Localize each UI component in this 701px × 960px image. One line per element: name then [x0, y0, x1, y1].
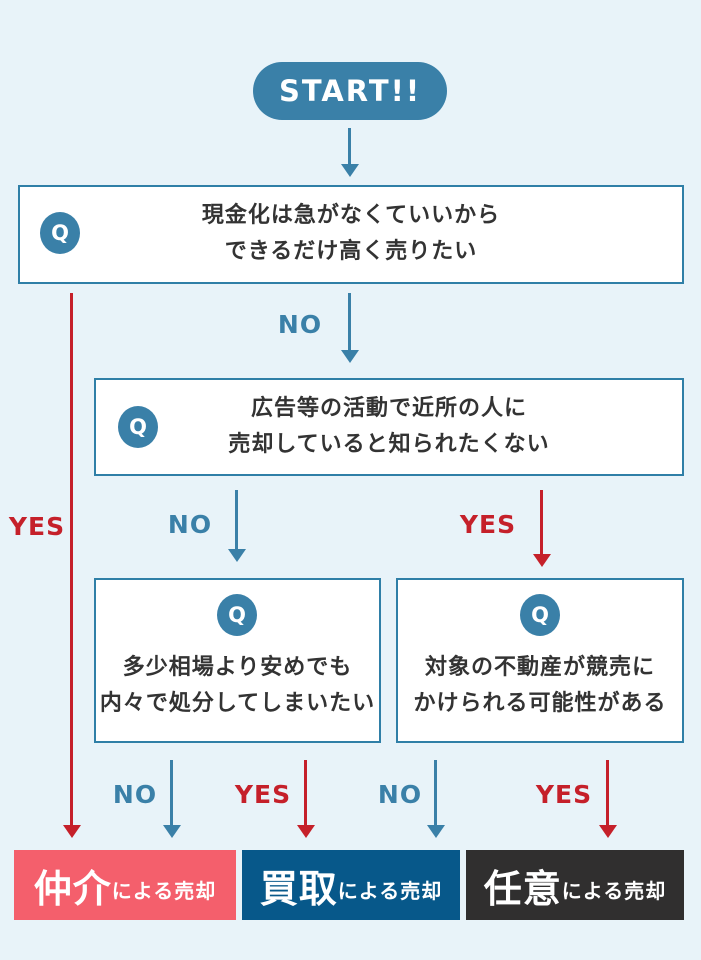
result-box-chukai: 仲介 による売却	[14, 850, 236, 920]
q-badge-icon: Q	[118, 406, 158, 448]
label-q2-yes: YES	[459, 510, 517, 539]
result-suffix: による売却	[561, 878, 667, 903]
arrow-q2-no-to-q3	[235, 490, 238, 550]
label-q1-no: NO	[277, 310, 323, 339]
question-4-line-2: かけられる可能性がある	[413, 691, 667, 716]
result-suffix: による売却	[111, 878, 217, 903]
result-emphasis: 買取	[259, 866, 338, 911]
question-box-1	[18, 185, 684, 284]
label-q1-yes: YES	[8, 512, 66, 541]
question-2-text: 広告等の活動で近所の人に 売却していると知られたくない	[94, 391, 684, 463]
question-1-line-1: 現金化は急がなくていいから	[201, 203, 501, 228]
q-badge-icon: Q	[217, 594, 257, 636]
arrow-q1-yes-to-result1	[70, 293, 73, 826]
q-badge-icon: Q	[520, 594, 560, 636]
question-1-text: 現金化は急がなくていいから できるだけ高く売りたい	[18, 198, 684, 270]
question-4-line-1: 対象の不動産が競売に	[424, 655, 655, 680]
arrow-q2-yes-to-q4	[540, 490, 543, 555]
result-box-nini: 任意 による売却	[466, 850, 684, 920]
question-2-line-1: 広告等の活動で近所の人に	[250, 396, 527, 421]
question-3-line-2: 内々で処分してしまいたい	[99, 691, 376, 716]
label-q3-no: NO	[112, 780, 158, 809]
result-emphasis: 仲介	[33, 866, 112, 911]
arrow-q4-no-to-result2	[434, 760, 437, 826]
question-box-2	[94, 378, 684, 476]
question-3-text: 多少相場より安めでも 内々で処分してしまいたい	[94, 650, 381, 722]
label-q3-yes: YES	[234, 780, 292, 809]
arrow-start-to-q1	[348, 128, 351, 165]
result-box-kaitori: 買取 による売却	[242, 850, 460, 920]
result-suffix: による売却	[337, 878, 443, 903]
question-4-text: 対象の不動産が競売に かけられる可能性がある	[396, 650, 684, 722]
arrow-q1-no-to-q2	[348, 293, 351, 351]
result-emphasis: 任意	[483, 866, 562, 911]
question-3-line-1: 多少相場より安めでも	[122, 655, 353, 680]
label-q2-no: NO	[167, 510, 213, 539]
question-1-line-2: できるだけ高く売りたい	[224, 239, 478, 264]
arrow-q3-yes-to-result2	[304, 760, 307, 826]
label-q4-yes: YES	[535, 780, 593, 809]
question-box-3	[94, 578, 381, 743]
label-q4-no: NO	[377, 780, 423, 809]
arrow-q3-no-to-result1	[170, 760, 173, 826]
question-2-line-2: 売却していると知られたくない	[228, 432, 550, 457]
arrow-q4-yes-to-result3	[606, 760, 609, 826]
start-node: START!!	[253, 62, 447, 120]
q-badge-icon: Q	[40, 212, 80, 254]
